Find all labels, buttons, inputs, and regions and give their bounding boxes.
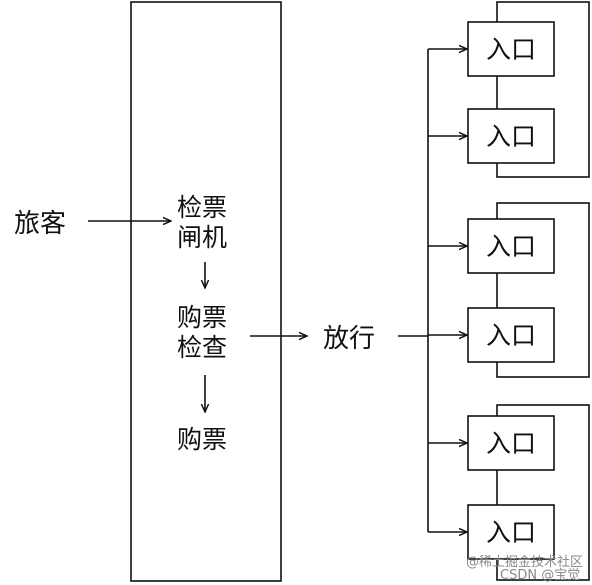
entrance-box: 入口 [467,415,555,471]
entrance-label: 入口 [486,232,536,261]
purchase-check-label-line1: 购票 [177,303,227,332]
watermark-line1: @稀土掘金技术社区 [466,554,583,570]
entrance-box-frame [467,21,555,77]
purchase-check-label-line2: 检查 [177,333,227,362]
entrance-label: 入口 [486,122,536,151]
ticket-gate-label-line1: 检票 [177,193,227,222]
passenger-label: 旅客 [14,209,66,239]
entrance-box-frame [467,108,555,164]
process-box [130,1,282,582]
entrance-label: 入口 [486,35,536,64]
entrance-box-frame [467,307,555,363]
entrance-box-frame [467,218,555,274]
entrance-box: 入口 [467,218,555,274]
entrance-group-panels [496,1,590,581]
entrance-box: 入口 [467,307,555,363]
entrance-box: 入口 [467,21,555,77]
buy-ticket-label: 购票 [177,425,227,454]
entrance-box-frame [467,415,555,471]
entrance-label: 入口 [486,518,536,547]
entrance-box: 入口 [467,108,555,164]
release-label: 放行 [323,324,375,354]
ticket-gate-label-line2: 闸机 [177,223,227,252]
entrance-branch-arrows [428,49,467,532]
entrance-label: 入口 [486,321,536,350]
watermark-line2: CSDN @宝觉 [500,568,580,583]
entrance-box-frame [467,504,555,560]
entrance-box: 入口 [467,504,555,560]
entrance-label: 入口 [486,429,536,458]
